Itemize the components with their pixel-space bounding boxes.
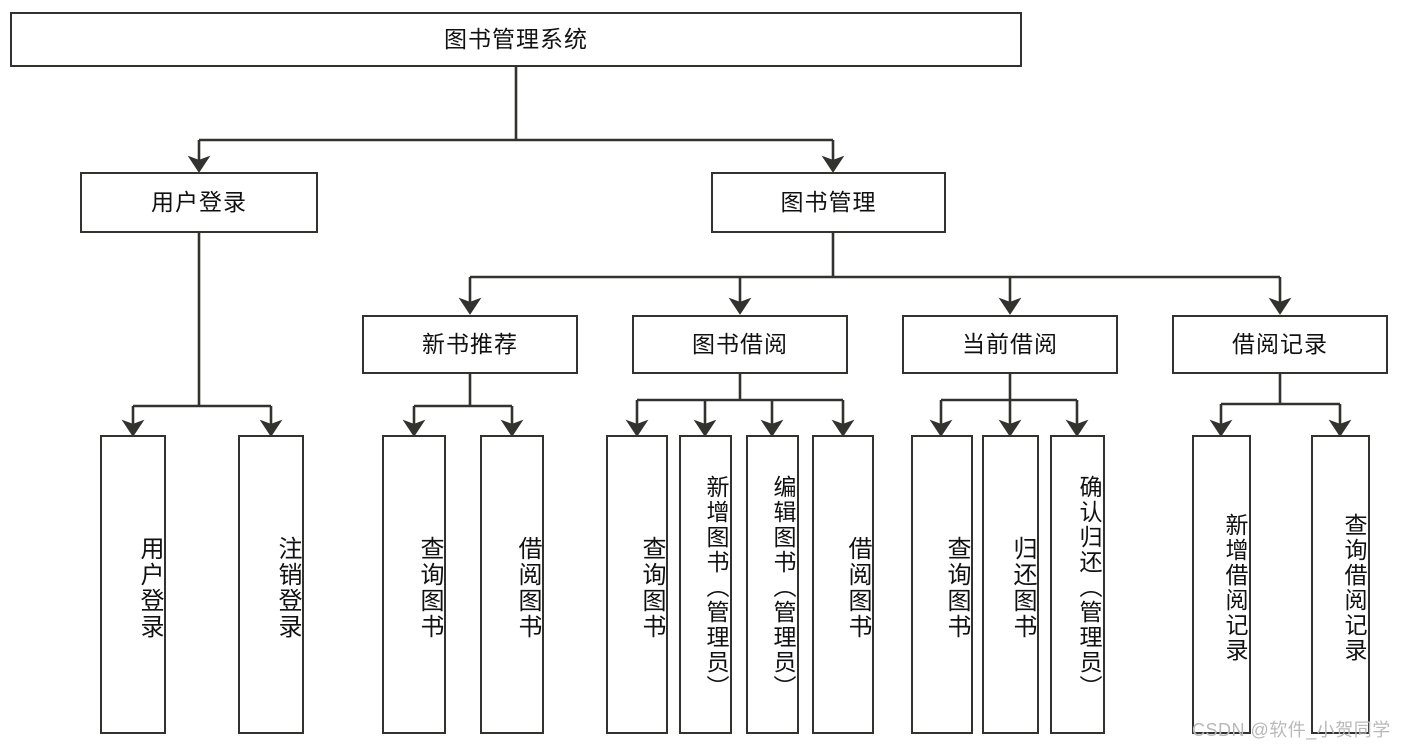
leaf-return-book[interactable]: 归还图书 — [982, 435, 1039, 734]
node-root[interactable]: 图书管理系统 — [10, 12, 1022, 67]
node-book-borrow[interactable]: 图书借阅 — [632, 315, 848, 374]
leaf-logout[interactable]: 注销登录 — [238, 435, 304, 734]
leaf-add-book-admin[interactable]: 新增图书（管理员） — [679, 435, 732, 734]
leaf-query-book-recommend[interactable]: 查询图书 — [382, 435, 446, 734]
node-borrow-record[interactable]: 借阅记录 — [1172, 315, 1388, 374]
leaf-confirm-return-admin[interactable]: 确认归还（管理员） — [1050, 435, 1105, 734]
leaf-add-borrow-record[interactable]: 新增借阅记录 — [1192, 435, 1251, 734]
node-book-management[interactable]: 图书管理 — [711, 172, 946, 233]
leaf-user-login[interactable]: 用户登录 — [100, 435, 166, 734]
leaf-borrow-book-recommend[interactable]: 借阅图书 — [480, 435, 544, 734]
leaf-query-book-borrow[interactable]: 查询图书 — [606, 435, 668, 734]
leaf-edit-book-admin[interactable]: 编辑图书（管理员） — [746, 435, 799, 734]
leaf-query-book-current[interactable]: 查询图书 — [911, 435, 973, 734]
node-current-borrow[interactable]: 当前借阅 — [902, 315, 1118, 374]
node-new-book-recommend[interactable]: 新书推荐 — [362, 315, 578, 374]
watermark: CSDN @软件_小贺同学 — [1192, 720, 1391, 740]
leaf-query-borrow-record[interactable]: 查询借阅记录 — [1311, 435, 1370, 734]
node-user-login[interactable]: 用户登录 — [80, 172, 318, 233]
leaf-borrow-book[interactable]: 借阅图书 — [812, 435, 874, 734]
